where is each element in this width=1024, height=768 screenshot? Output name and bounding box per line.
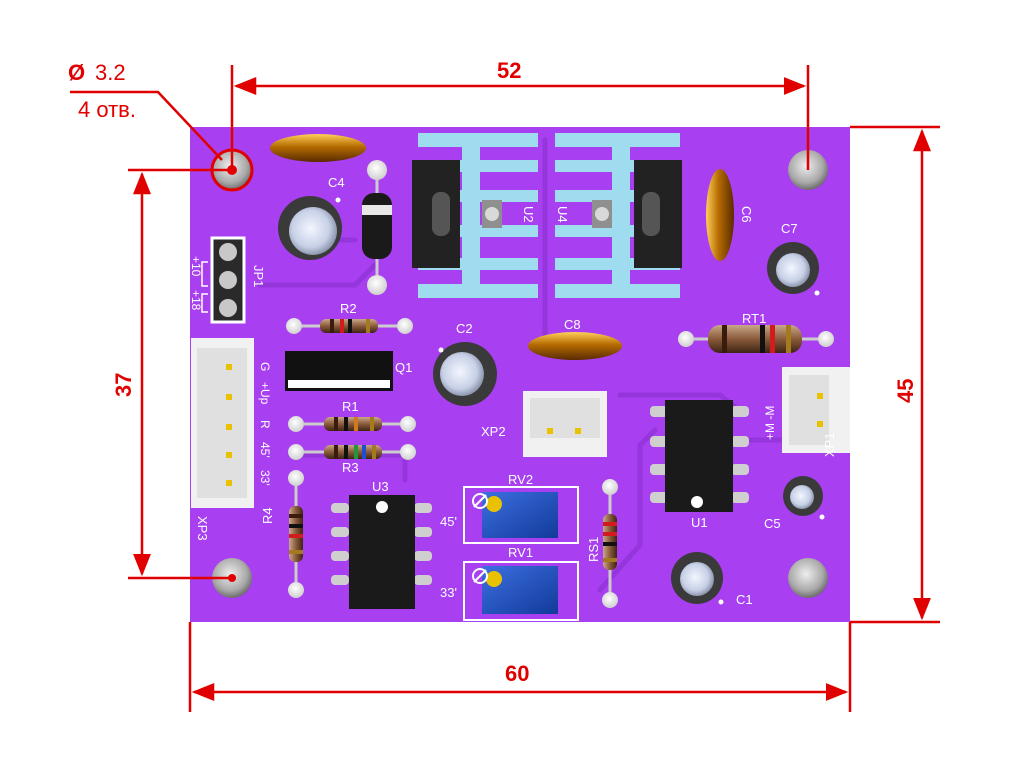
mounting-hole-bottom-right (788, 558, 828, 598)
label-c2: C2 (456, 321, 473, 336)
label-xp2: XP2 (481, 424, 506, 439)
label-xp3-pin-45: 45' (258, 442, 272, 458)
resistor-r2 (286, 318, 413, 334)
label-c8: C8 (564, 317, 581, 332)
jumper-jp1 (201, 236, 246, 324)
capacitor-c4-tantalum (270, 134, 366, 162)
label-c6: C6 (739, 206, 754, 223)
ic-u3 (331, 495, 432, 609)
connector-xp3 (191, 338, 254, 508)
ic-u1 (650, 400, 749, 512)
resistor-rt1 (678, 325, 834, 353)
label-xp3-pin-up: +Up (258, 382, 272, 405)
diode-vertical (362, 160, 392, 295)
hole-diameter-symbol: Ø (68, 60, 85, 85)
dimension-right-height: 45 (893, 379, 918, 403)
label-u3: U3 (372, 479, 389, 494)
capacitor-c1 (671, 552, 724, 605)
label-xp3-pin-r: R (258, 420, 272, 429)
resistor-r3 (288, 444, 416, 460)
label-jp1: JP1 (251, 265, 266, 287)
regulator-u2 (412, 160, 502, 268)
label-q1: Q1 (395, 360, 412, 375)
label-rv1-33: 33' (440, 585, 457, 600)
label-u4: U4 (555, 206, 570, 223)
resistor-r4 (288, 470, 304, 598)
label-r4: R4 (260, 507, 275, 524)
capacitor-c2 (433, 342, 497, 406)
capacitor-c5 (783, 476, 825, 520)
label-rt1: RT1 (742, 311, 766, 326)
capacitor-c8 (528, 332, 622, 360)
label-u2: U2 (521, 206, 536, 223)
hole-count-note: 4 отв. (78, 97, 136, 122)
trimmer-rv1 (463, 561, 579, 621)
copper-traces (257, 137, 783, 593)
label-u1: U1 (691, 515, 708, 530)
label-c7: C7 (781, 221, 798, 236)
resistor-r1 (288, 416, 416, 432)
connector-xp1 (782, 367, 850, 453)
dimension-top-width: 52 (497, 58, 521, 83)
regulator-u4 (592, 160, 682, 268)
trimmer-rv2 (463, 486, 579, 544)
label-c5: C5 (764, 516, 781, 531)
label-xp1-pins: +M -M (763, 406, 777, 440)
label-jp1-plus18: +18 (189, 290, 203, 311)
label-rv2: RV2 (508, 472, 533, 487)
resistor-rs1 (602, 479, 618, 608)
hole-diameter-value: 3.2 (95, 60, 126, 85)
capacitor-c7 (767, 242, 820, 296)
label-xp3: XP3 (195, 516, 210, 541)
label-rs1: RS1 (586, 537, 601, 562)
dimension-left-height: 37 (111, 373, 136, 397)
label-c1: C1 (736, 592, 753, 607)
transistor-q1 (285, 351, 393, 391)
label-rv1: RV1 (508, 545, 533, 560)
capacitor-c4-electrolytic (278, 196, 342, 260)
capacitor-c6 (706, 169, 734, 261)
label-r1: R1 (342, 399, 359, 414)
label-xp1: XP1 (822, 432, 837, 457)
label-xp3-pin-g: G (258, 362, 272, 371)
label-jp1-plus10: +10 (189, 256, 203, 277)
dimension-lines (70, 65, 940, 712)
label-r2: R2 (340, 301, 357, 316)
label-rv2-45: 45' (440, 514, 457, 529)
dimension-bottom-width: 60 (505, 661, 529, 686)
label-r3: R3 (342, 460, 359, 475)
label-c4: C4 (328, 175, 345, 190)
connector-xp2 (523, 391, 607, 457)
label-xp3-pin-33: 33' (258, 470, 272, 486)
